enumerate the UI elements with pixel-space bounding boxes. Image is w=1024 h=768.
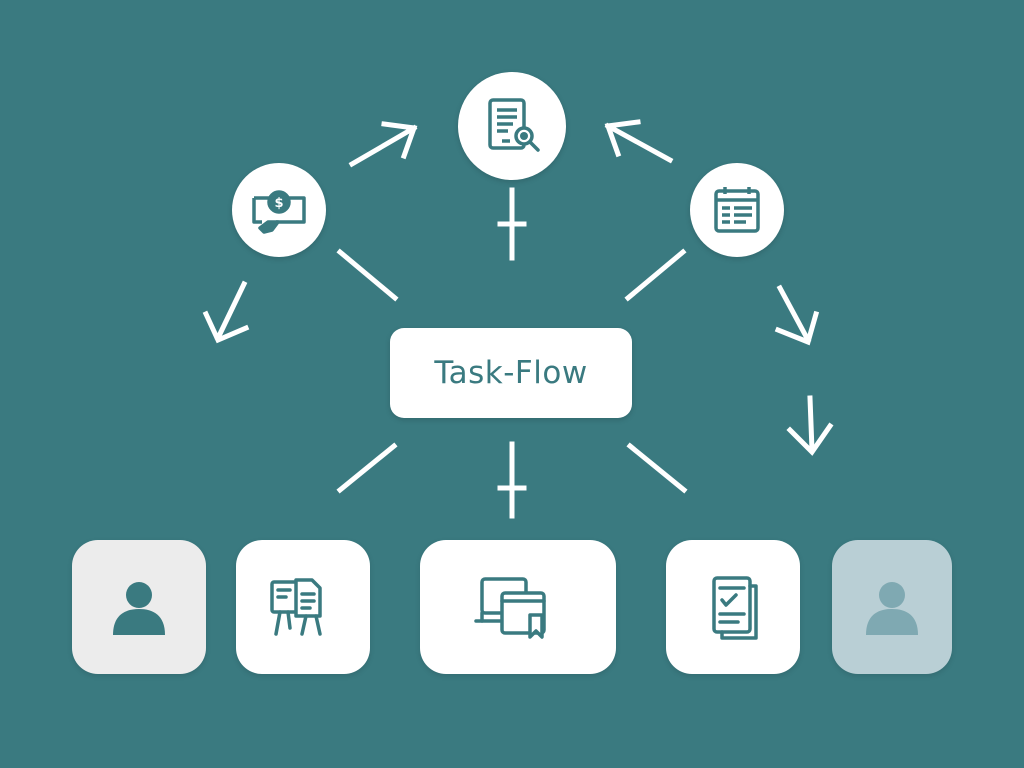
devices-tile[interactable]	[420, 540, 616, 674]
payment-node[interactable]: $	[232, 163, 326, 257]
user-icon	[866, 582, 918, 635]
presentation-tile[interactable]	[236, 540, 370, 674]
center-label: Task-Flow	[434, 355, 588, 391]
devices-bookmark-icon	[474, 577, 546, 639]
connector-lower-left	[336, 442, 398, 494]
svg-text:$: $	[274, 196, 283, 211]
presentation-board-icon	[270, 578, 322, 636]
calendar-node[interactable]	[690, 163, 784, 257]
task-flow-box[interactable]: Task-Flow	[390, 328, 632, 418]
payment-icon: $	[252, 190, 306, 234]
checklist-document-icon	[712, 576, 758, 640]
connector-lower-right	[626, 442, 688, 494]
arrow-to-document-right	[604, 119, 674, 164]
connector-upper-right	[624, 248, 687, 302]
checklist-tile[interactable]	[666, 540, 800, 674]
calendar-icon	[714, 187, 760, 233]
arrow-down-left	[202, 280, 250, 344]
connector-upper-left	[336, 248, 399, 302]
user-tile-right[interactable]	[832, 540, 952, 674]
user-tile-left[interactable]	[72, 540, 206, 674]
arrow-to-document-left	[348, 121, 418, 168]
arrow-down-right	[774, 284, 820, 346]
document-search-icon	[488, 98, 540, 152]
user-icon	[113, 582, 165, 635]
arrow-down-right-lower	[786, 395, 834, 456]
document-search-node[interactable]	[458, 72, 566, 180]
